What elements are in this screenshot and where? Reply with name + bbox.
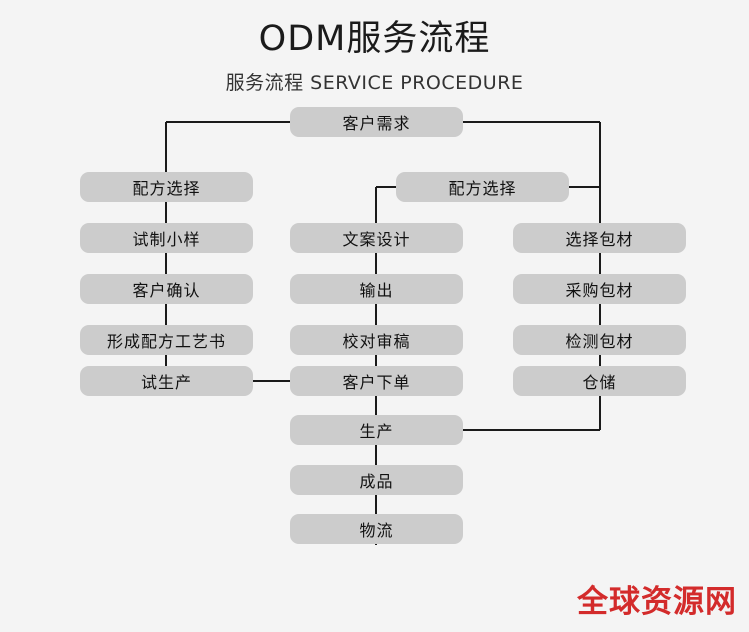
page-subtitle: 服务流程 SERVICE PROCEDURE (225, 72, 524, 94)
node-right-inspect-packaging[interactable]: 检测包材 (513, 325, 686, 355)
node-left-formula-process-doc[interactable]: 形成配方工艺书 (80, 325, 253, 355)
node-branch-formula-selection[interactable]: 配方选择 (396, 172, 569, 202)
page-title: ODM服务流程 (258, 19, 491, 59)
node-right-warehousing[interactable]: 仓储 (513, 366, 686, 396)
node-left-trial-sample[interactable]: 试制小样 (80, 223, 253, 253)
node-right-purchase-packaging[interactable]: 采购包材 (513, 274, 686, 304)
node-mid-customer-order[interactable]: 客户下单 (290, 366, 463, 396)
node-left-customer-confirm[interactable]: 客户确认 (80, 274, 253, 304)
site-watermark: 全球资源网 (577, 584, 737, 620)
node-start-customer-requirement[interactable]: 客户需求 (290, 107, 463, 137)
node-mid-production[interactable]: 生产 (290, 415, 463, 445)
node-left-trial-production[interactable]: 试生产 (80, 366, 253, 396)
node-left-formula-selection[interactable]: 配方选择 (80, 172, 253, 202)
node-mid-finished-product[interactable]: 成品 (290, 465, 463, 495)
node-mid-logistics[interactable]: 物流 (290, 514, 463, 544)
node-mid-copywriting-design[interactable]: 文案设计 (290, 223, 463, 253)
node-mid-output[interactable]: 输出 (290, 274, 463, 304)
node-mid-proofreading[interactable]: 校对审稿 (290, 325, 463, 355)
node-right-select-packaging[interactable]: 选择包材 (513, 223, 686, 253)
